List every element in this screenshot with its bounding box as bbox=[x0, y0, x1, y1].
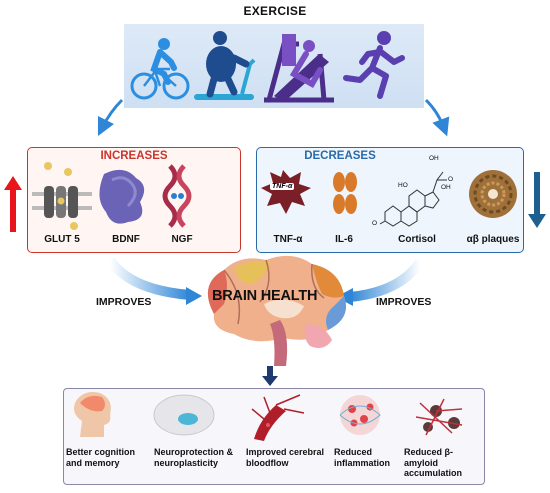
cyclist-icon bbox=[130, 38, 190, 100]
decreases-box: DECREASES TNF-α OH O bbox=[256, 147, 524, 253]
exercise-icons bbox=[130, 31, 405, 103]
decrease-down-arrow bbox=[528, 172, 546, 228]
tnf-alpha-label: TNF-α bbox=[273, 234, 303, 245]
exercise-title: EXERCISE bbox=[243, 4, 307, 18]
cortisol-ho-left: HO bbox=[398, 182, 408, 189]
brain-neuroprotection-icon bbox=[153, 394, 215, 436]
brain-illustration bbox=[207, 255, 346, 366]
improves-left-label: IMPROVES bbox=[96, 296, 152, 308]
outcome-inflammation: Reduced inflammation bbox=[334, 447, 391, 468]
amyloid-accumulation-icon bbox=[415, 398, 463, 436]
ngf-icon bbox=[162, 164, 192, 228]
blood-vessel-icon bbox=[251, 394, 305, 441]
outcomes-box: Better cognition and memory Neuroprotect… bbox=[63, 388, 485, 485]
arrow-improves-right bbox=[349, 259, 425, 302]
bdnf-icon bbox=[99, 169, 145, 224]
outcome-cognition: Better cognition and memory bbox=[66, 447, 135, 468]
cortisol-oh-top: OH bbox=[429, 155, 439, 162]
tnf-badge: TNF-α bbox=[270, 183, 295, 190]
amyloid-plaque-icon bbox=[469, 170, 517, 218]
cortisol-oh-right: OH bbox=[441, 184, 451, 191]
head-cognition-icon bbox=[74, 392, 111, 437]
runner-icon bbox=[343, 31, 405, 99]
il6-icon bbox=[333, 172, 357, 214]
cortisol-label: Cortisol bbox=[398, 234, 436, 245]
tnf-alpha-icon bbox=[261, 170, 311, 214]
increase-up-arrow bbox=[4, 176, 22, 232]
arrow-to-outcomes bbox=[262, 376, 278, 386]
cortisol-structure-icon bbox=[379, 171, 447, 227]
increases-box: INCREASES GLUT 5 BDNF NGF bbox=[27, 147, 241, 253]
il6-label: IL-6 bbox=[335, 234, 353, 245]
outcome-amyloid: Reduced β-amyloid accumulation bbox=[404, 447, 463, 478]
arrow-to-decreases bbox=[424, 98, 450, 137]
glut5-icon bbox=[32, 162, 92, 230]
decreases-title: DECREASES bbox=[304, 150, 376, 162]
outcome-bloodflow: Improved cerebral bloodflow bbox=[246, 447, 325, 468]
leg-press-icon bbox=[264, 34, 334, 103]
arrow-to-increases bbox=[97, 98, 124, 137]
cortisol-o-right: O bbox=[448, 176, 454, 183]
improves-right-label: IMPROVES bbox=[376, 296, 432, 308]
bdnf-label: BDNF bbox=[112, 234, 140, 245]
amyloid-plaques-label: αβ plaques bbox=[466, 234, 520, 245]
ngf-label: NGF bbox=[171, 234, 193, 245]
arrow-improves-left bbox=[105, 257, 191, 300]
glut5-label: GLUT 5 bbox=[44, 234, 80, 245]
treadmill-icon bbox=[194, 31, 256, 100]
exercise-panel bbox=[124, 24, 424, 108]
inflammation-icon bbox=[339, 395, 381, 435]
cortisol-o-left: O bbox=[372, 220, 378, 227]
brain-health-title: BRAIN HEALTH bbox=[212, 288, 318, 304]
increases-title: INCREASES bbox=[100, 150, 168, 162]
outcome-neuroprotection: Neuroprotection & neuroplasticity bbox=[154, 447, 234, 468]
